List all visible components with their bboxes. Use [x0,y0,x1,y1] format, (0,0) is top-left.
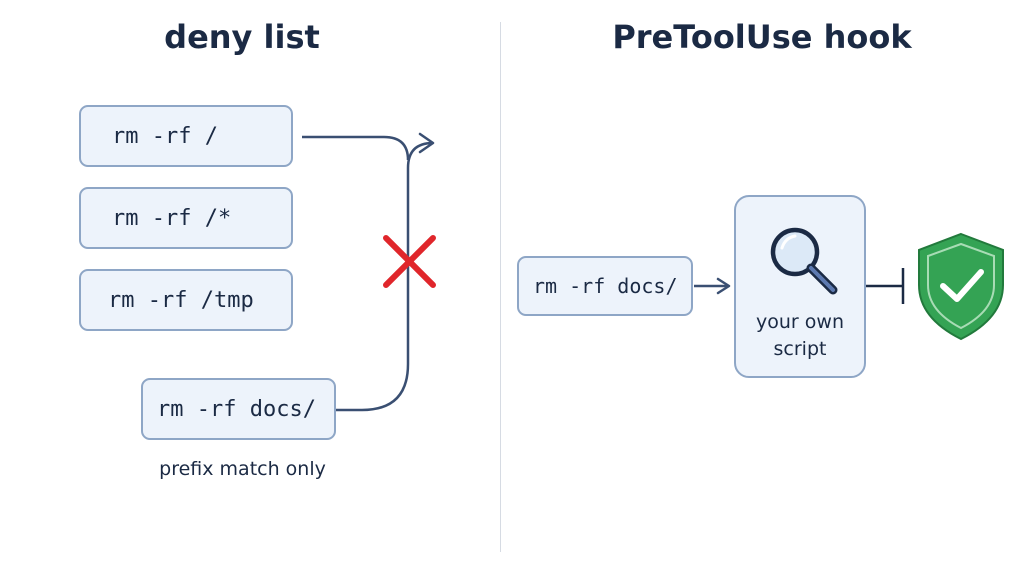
pretooluse-hook-title: PreToolUse hook [612,18,912,56]
block-x-icon [383,235,436,288]
bypass-command-rm-rf-docs: rm -rf docs/ [141,378,336,440]
script-label-line2: script [773,338,827,360]
deny-command-rm-rf-root-glob: rm -rf /* [79,187,293,249]
script-label: your own script [736,309,864,363]
bypass-arrow-head [418,132,435,154]
deny-command-rm-rf-root: rm -rf / [79,105,293,167]
hook-input-command: rm -rf docs/ [517,256,693,316]
panel-divider [500,22,501,552]
script-label-line1: your own [756,311,844,333]
command-to-script-arrow-head [716,277,731,295]
deny-list-title: deny list [164,18,320,56]
shield-check-icon [918,232,1004,341]
magnifier-icon [770,227,838,295]
bypass-path-line [336,141,434,412]
deny-command-rm-rf-tmp: rm -rf /tmp [79,269,293,331]
your-own-script-box: your own script [734,195,866,378]
deny-list-line [302,135,410,161]
prefix-match-caption: prefix match only [159,458,326,480]
